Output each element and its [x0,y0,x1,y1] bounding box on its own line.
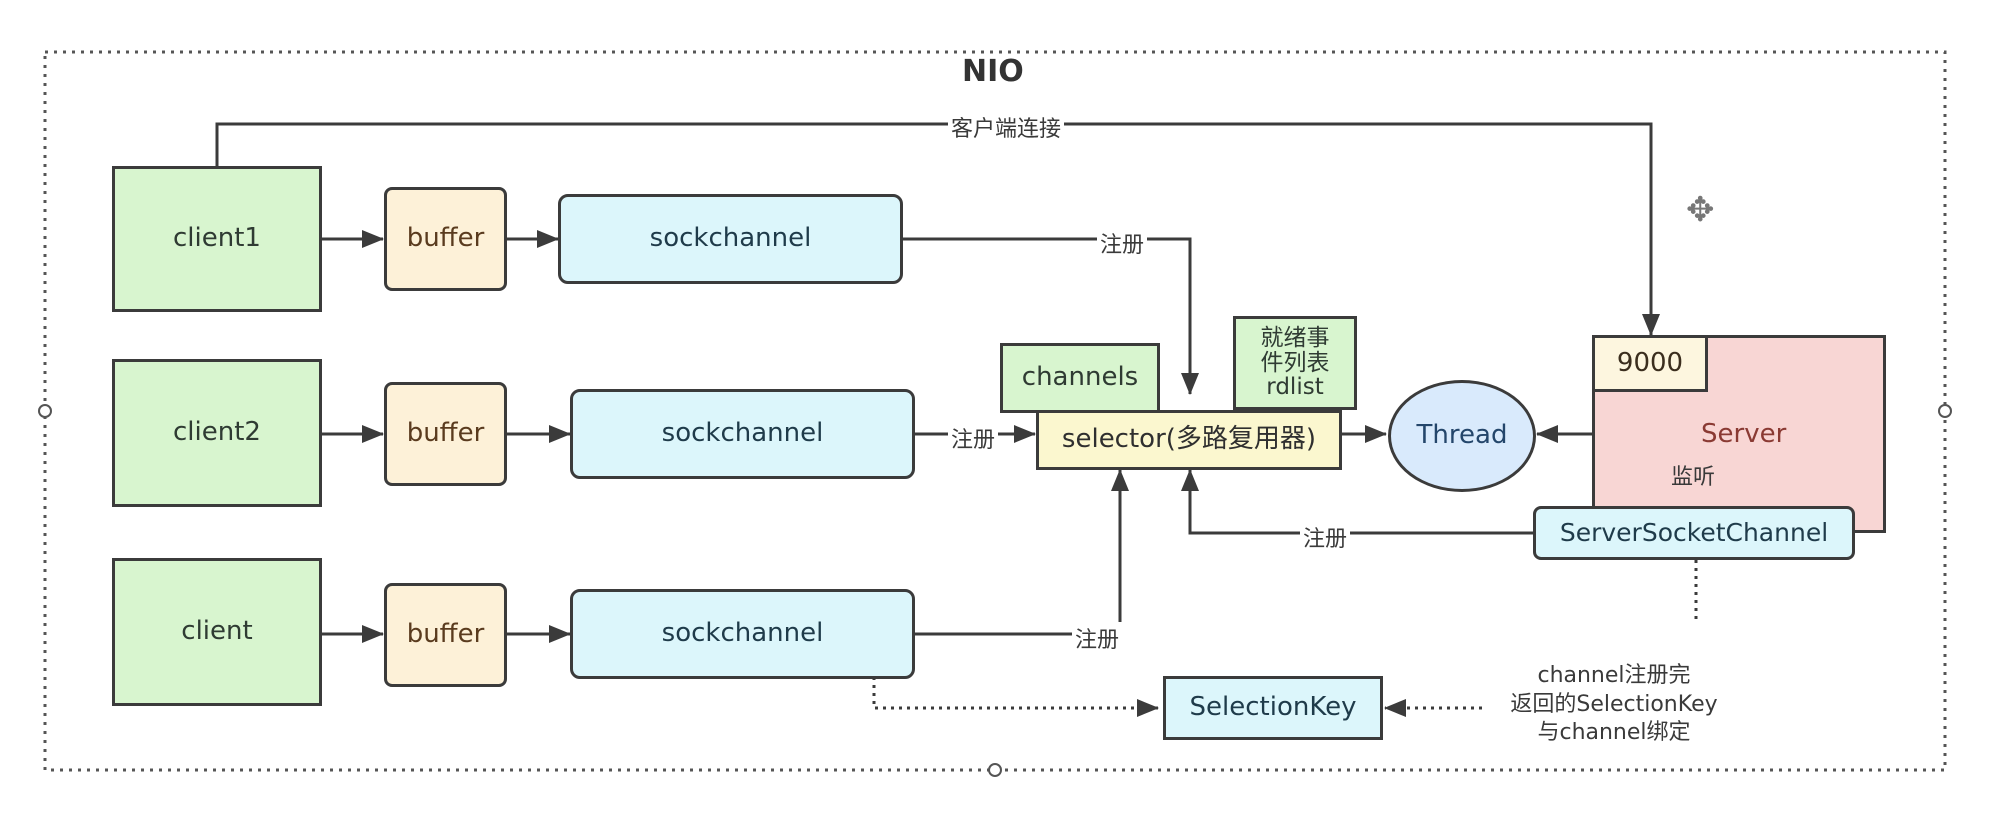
node-channels[interactable]: channels [1000,343,1160,413]
edge-client-connect [215,122,1660,336]
edge-sock3-selectionkey [872,677,1159,717]
node-buffer2[interactable]: buffer [384,382,507,486]
node-sockchannel1[interactable]: sockchannel [558,194,903,284]
edge-sock3-register [915,469,1129,636]
label-register-1: 注册 [1097,227,1148,259]
label-register-3: 注册 [1072,622,1123,654]
note-line-3: 与channel绑定 [1537,720,1691,746]
node-selector[interactable]: selector(多路复用器) [1036,410,1342,470]
selection-key-note: channel注册完 返回的SelectionKey 与channel绑定 [1484,662,1744,748]
label-register-2: 注册 [948,422,999,454]
note-line-1: channel注册完 [1537,663,1691,688]
edge-ssc-register [1181,469,1533,535]
label-client-connect: 客户端连接 [948,111,1065,143]
node-ready-event-list[interactable]: 就绪事 件列表 rdlist [1233,316,1357,410]
note-line-2: 返回的SelectionKey [1510,691,1718,717]
node-sockchannel3[interactable]: sockchannel [570,589,915,679]
node-selection-key[interactable]: SelectionKey [1163,676,1383,740]
node-client2[interactable]: client2 [112,359,322,507]
diagram-title: NIO [962,54,1024,89]
node-client1[interactable]: client1 [112,166,322,312]
move-cursor-icon: ✥ [1686,190,1715,230]
label-listen: 监听 [1668,459,1719,491]
server-label: Server [1701,419,1787,449]
frame-handle-right[interactable] [1938,404,1952,418]
node-server-socket-channel[interactable]: ServerSocketChannel [1533,506,1855,560]
edge-sock1-register [903,237,1199,395]
node-client3[interactable]: client [112,558,322,706]
node-sockchannel2[interactable]: sockchannel [570,389,915,479]
frame-handle-bottom[interactable] [988,763,1002,777]
node-port-9000[interactable]: 9000 [1592,335,1708,392]
frame-handle-left[interactable] [38,404,52,418]
label-register-server: 注册 [1300,521,1351,553]
node-buffer3[interactable]: buffer [384,583,507,687]
node-thread[interactable]: Thread [1388,380,1536,492]
node-buffer1[interactable]: buffer [384,187,507,291]
